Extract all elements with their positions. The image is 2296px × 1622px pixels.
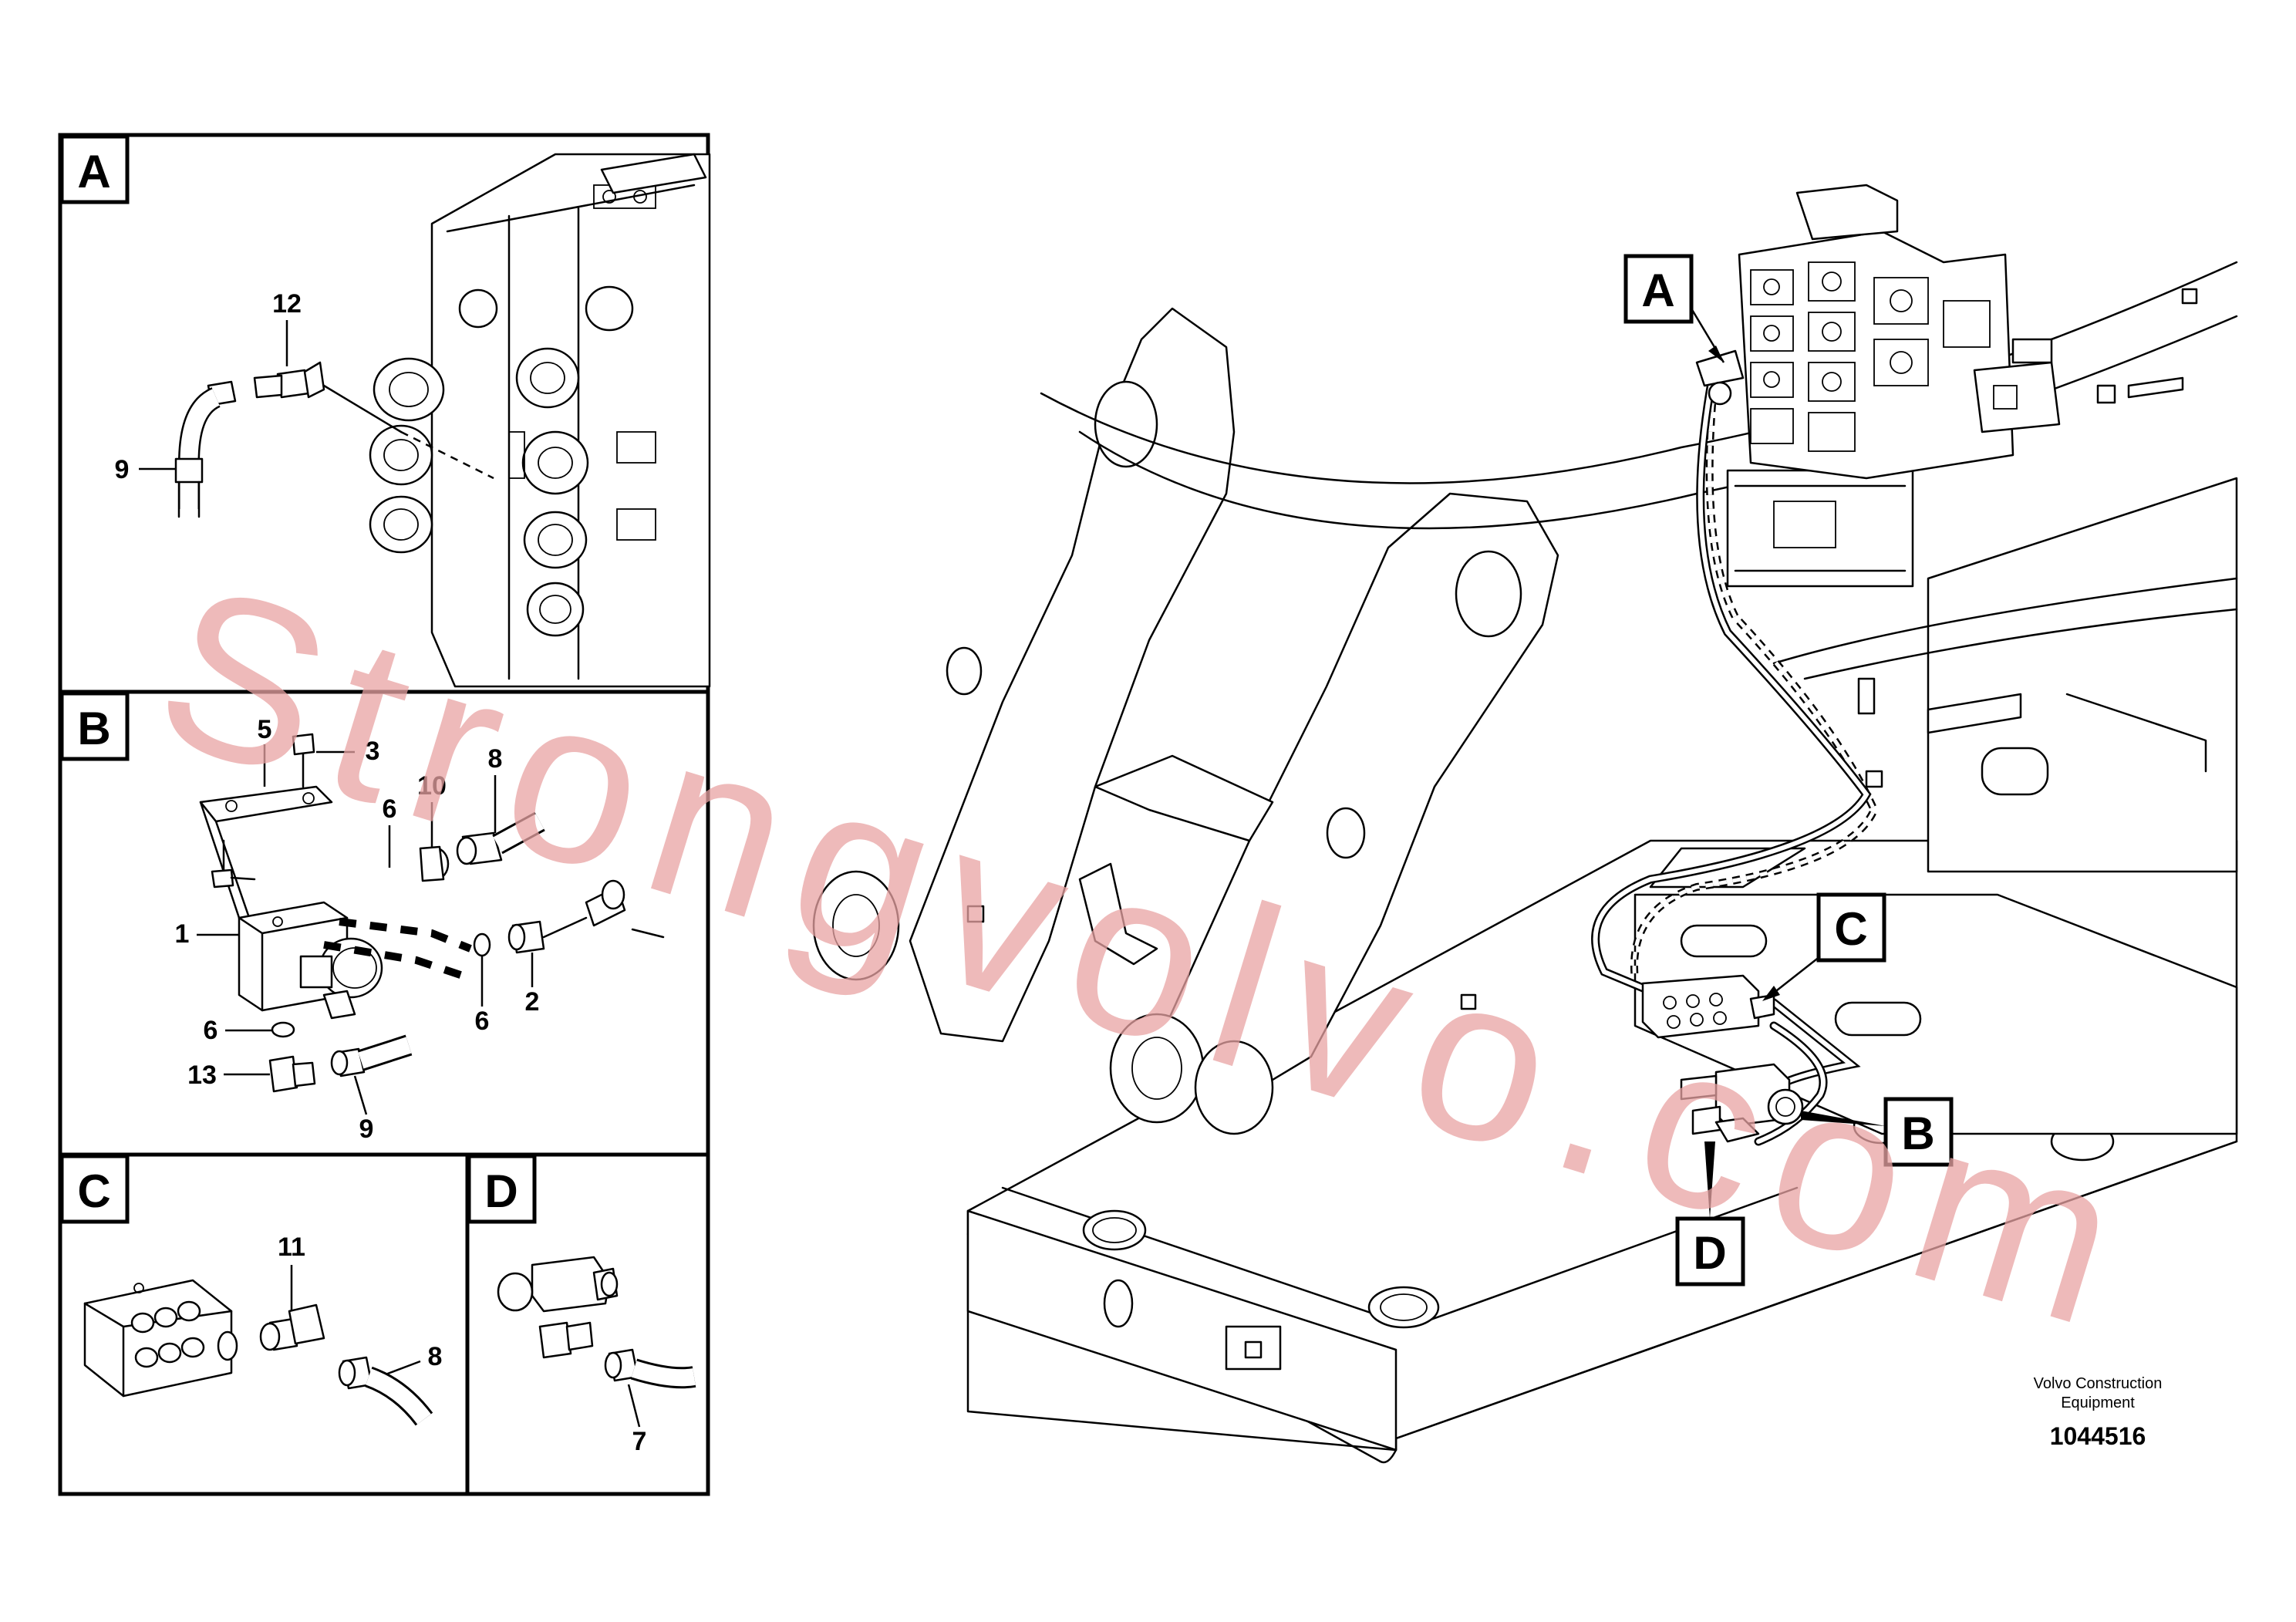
part-number-8-c: 8 (428, 1342, 443, 1371)
part-number-13: 13 (187, 1061, 217, 1090)
panel-A: A (58, 133, 711, 694)
svg-text:C: C (1834, 903, 1867, 955)
callout-A-main: A (1623, 254, 1725, 363)
boom-mount-right (1140, 492, 1559, 1104)
solenoid-valve-main (1680, 1063, 1804, 1143)
svg-text:D: D (1693, 1227, 1726, 1279)
check-valve-detail (497, 1256, 619, 1359)
hose-8 (456, 811, 545, 865)
part-number-3: 3 (366, 737, 380, 766)
rear-panel (1927, 477, 2238, 873)
hose-8-panel-C (338, 1356, 433, 1426)
panel-C-label: C (77, 1165, 110, 1217)
part-number-10: 10 (417, 771, 447, 801)
panel-D-label: D (484, 1165, 518, 1217)
drawing-number: 1044516 (2050, 1422, 2146, 1450)
part-number-9: 9 (115, 455, 130, 484)
panel-A-label: A (77, 146, 110, 197)
distribution-block-detail (83, 1279, 238, 1398)
callout-D-main: D (1675, 1141, 1745, 1286)
hose-9-panel-A (174, 380, 237, 518)
boom-mount-left (909, 307, 1236, 1043)
part-number-6-mid: 6 (204, 1016, 218, 1045)
part-number-6-top: 6 (383, 794, 397, 824)
svg-text:B: B (1901, 1108, 1934, 1159)
footer-company-line1: Volvo Construction (2034, 1375, 2163, 1392)
callout-C-main: C (1762, 892, 1886, 1001)
front-plate (966, 1209, 1397, 1452)
panel-B: B (58, 690, 710, 1157)
hose-7 (604, 1348, 696, 1389)
tee-fitting-12 (253, 361, 325, 399)
valve-support-stand (1726, 469, 1914, 588)
fitting-10 (419, 845, 450, 882)
callout-B-main: B (1801, 1097, 1954, 1167)
part-number-9-b: 9 (359, 1114, 374, 1144)
panel-D: D 7 (465, 1152, 710, 1496)
part-number-6-right: 6 (475, 1007, 490, 1036)
solenoid-valve-1 (238, 901, 383, 1020)
footer-company-line2: Equipment (2061, 1394, 2135, 1411)
front-slot (1225, 1325, 1282, 1371)
panel-C: C 11 8 (58, 1152, 470, 1496)
part-number-2: 2 (525, 987, 540, 1017)
part-number-12: 12 (272, 289, 302, 319)
part-number-7: 7 (632, 1427, 647, 1456)
main-assembly-view: A C B D Volvo Construction Equipment 104… (812, 184, 2238, 1464)
center-beam (1633, 893, 2238, 1135)
hose-9-panel-B (330, 1034, 413, 1077)
part-number-8-b: 8 (488, 744, 503, 774)
main-control-valve (1738, 184, 2061, 480)
part-number-5: 5 (258, 715, 272, 744)
distribution-block-main (1641, 974, 1775, 1039)
part-number-11: 11 (278, 1233, 305, 1262)
panel-B-label: B (77, 703, 110, 754)
tee-fitting-11 (259, 1303, 325, 1351)
part-number-1: 1 (175, 919, 190, 949)
elbow-13 (268, 1055, 316, 1093)
svg-text:A: A (1641, 265, 1674, 316)
